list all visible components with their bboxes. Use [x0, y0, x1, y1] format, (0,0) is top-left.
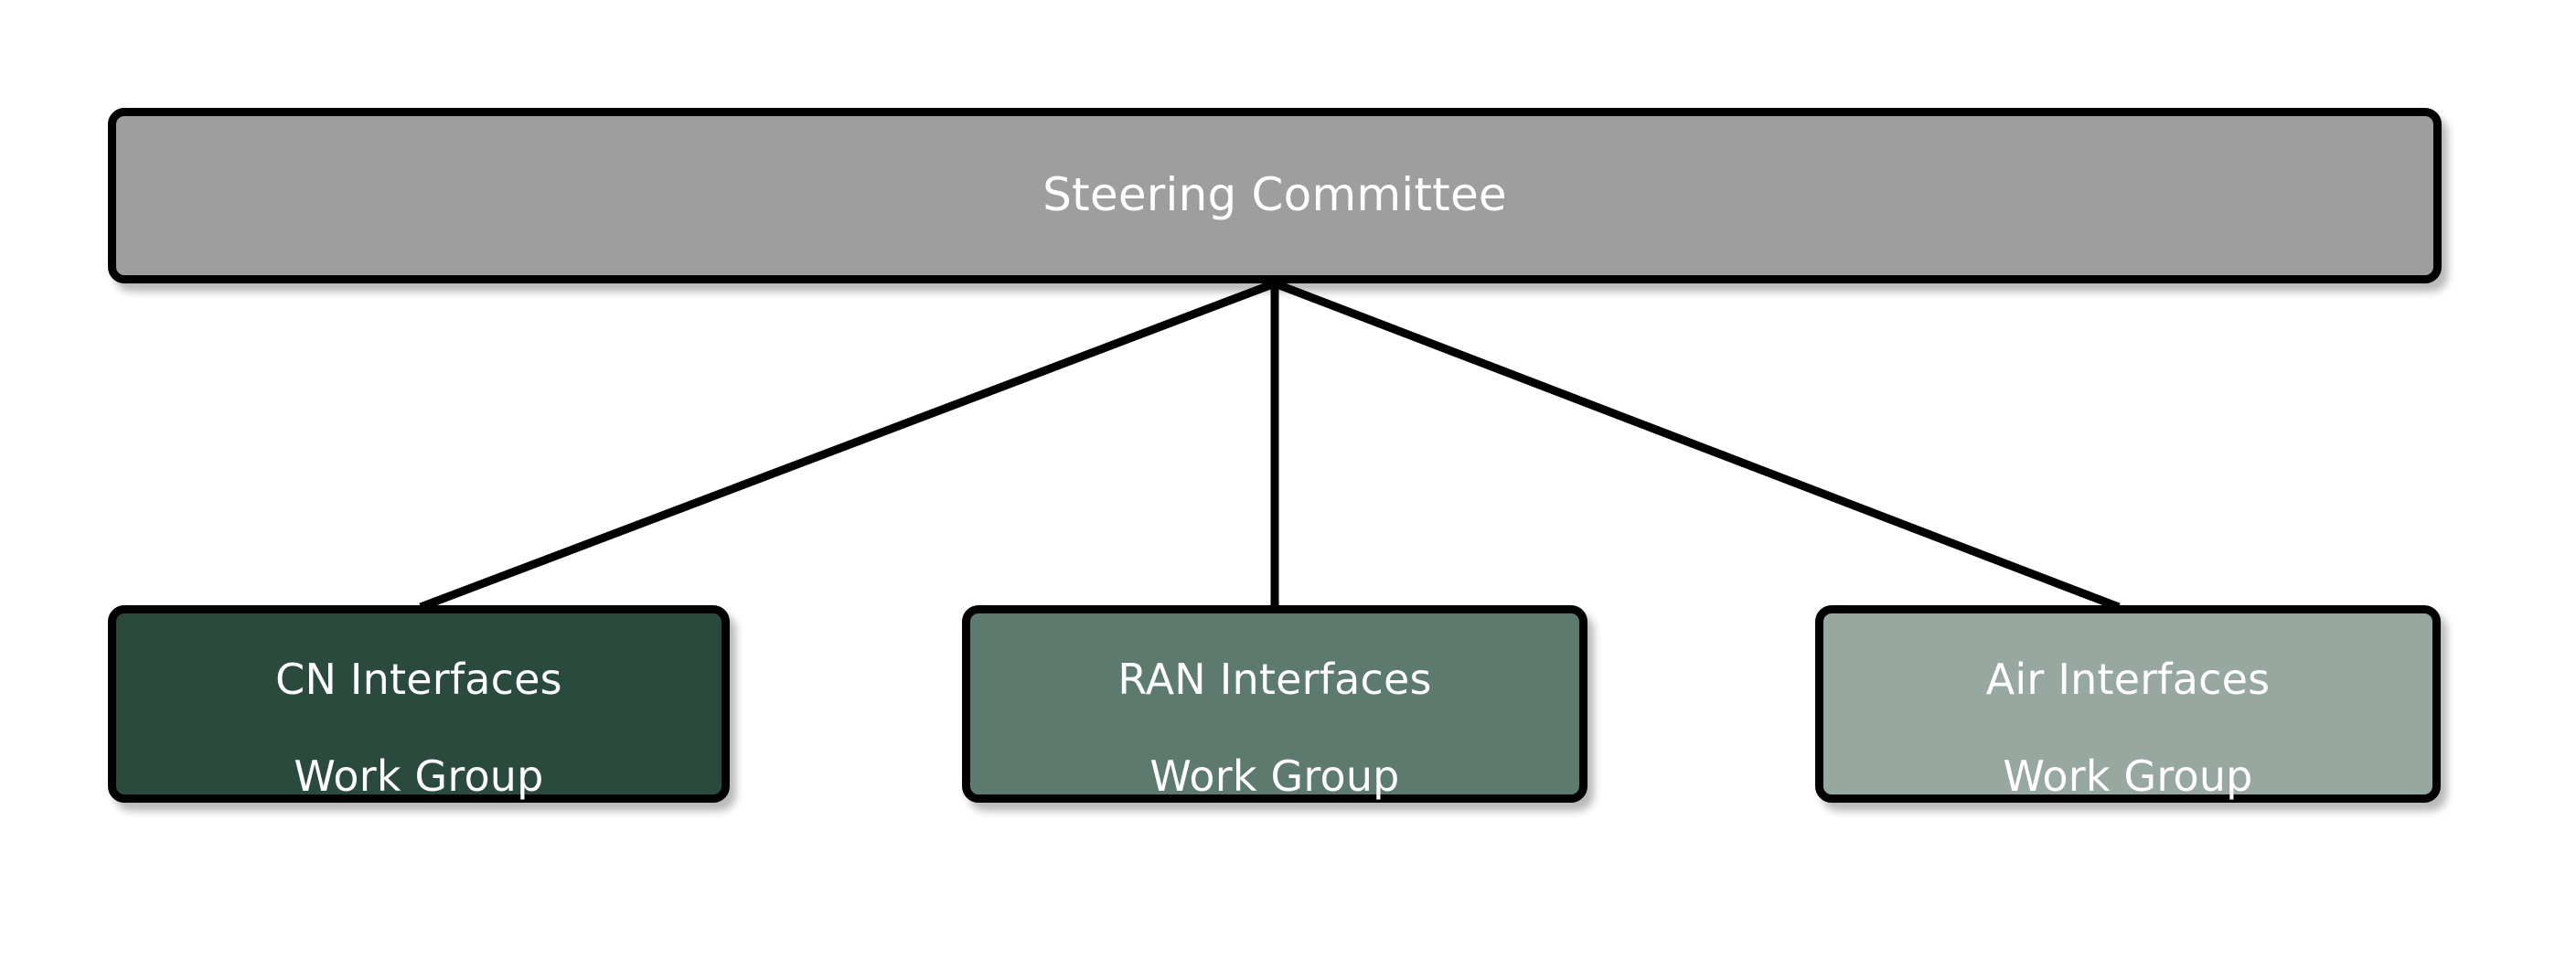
node-cn-interfaces-work-group[interactable]: CN Interfaces Work Group: [108, 605, 730, 803]
node-steering-committee-label: Steering Committee: [1042, 168, 1507, 222]
node-ran-interfaces-work-group[interactable]: RAN Interfaces Work Group: [962, 605, 1587, 803]
node-air-interfaces-work-group[interactable]: Air Interfaces Work Group: [1815, 605, 2441, 803]
node-ran-interfaces-line-1: RAN Interfaces: [1117, 655, 1432, 705]
connector-steering-to-cn-interfaces: [419, 279, 1277, 612]
node-ran-interfaces-line-2: Work Group: [1149, 751, 1400, 801]
node-steering-committee[interactable]: Steering Committee: [108, 108, 2442, 283]
connector-steering-to-air-interfaces: [1273, 279, 2121, 612]
node-air-interfaces-line-2: Work Group: [2003, 751, 2253, 801]
node-cn-interfaces-line-2: Work Group: [294, 751, 544, 801]
node-air-interfaces-work-group-label: Air Interfaces Work Group: [1981, 607, 2276, 801]
node-ran-interfaces-work-group-label: RAN Interfaces Work Group: [1112, 607, 1437, 801]
node-cn-interfaces-work-group-label: CN Interfaces Work Group: [270, 607, 568, 801]
node-air-interfaces-line-1: Air Interfaces: [1985, 655, 2271, 705]
node-cn-interfaces-line-1: CN Interfaces: [275, 655, 562, 705]
